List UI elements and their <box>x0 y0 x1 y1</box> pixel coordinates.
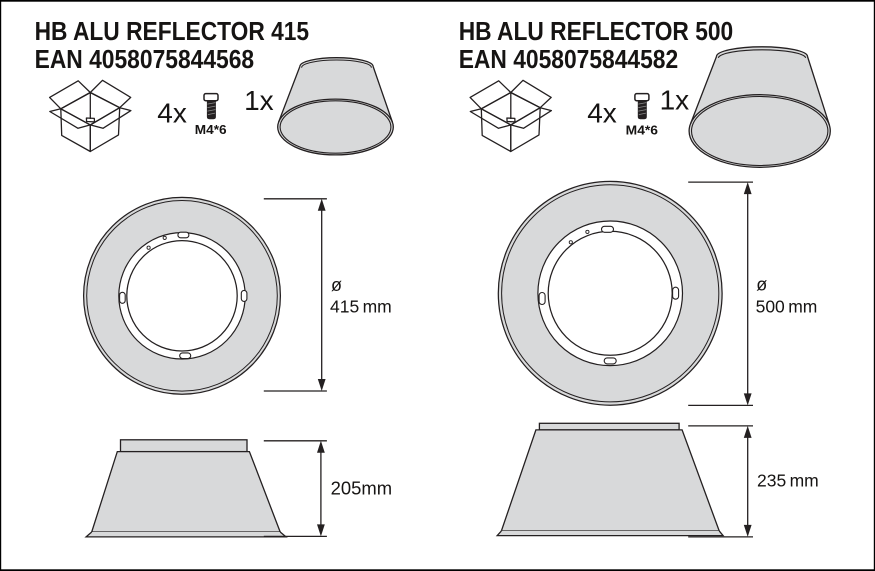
svg-text:4x: 4x <box>587 98 617 129</box>
svg-text:4x: 4x <box>157 98 187 129</box>
svg-text:EAN 4058075844582: EAN 4058075844582 <box>459 46 679 74</box>
svg-text:HB ALU REFLECTOR 415: HB ALU REFLECTOR 415 <box>35 18 310 46</box>
svg-text:1x: 1x <box>660 85 690 116</box>
svg-text:M4*6: M4*6 <box>195 122 227 137</box>
svg-text:1x: 1x <box>244 85 274 116</box>
svg-text:HB ALU REFLECTOR 500: HB ALU REFLECTOR 500 <box>459 18 734 46</box>
svg-text:M4*6: M4*6 <box>626 122 658 137</box>
svg-text:ø: ø <box>331 275 342 295</box>
svg-text:ø: ø <box>756 275 767 295</box>
svg-text:EAN 4058075844568: EAN 4058075844568 <box>35 46 255 74</box>
svg-text:205mm: 205mm <box>331 479 393 499</box>
